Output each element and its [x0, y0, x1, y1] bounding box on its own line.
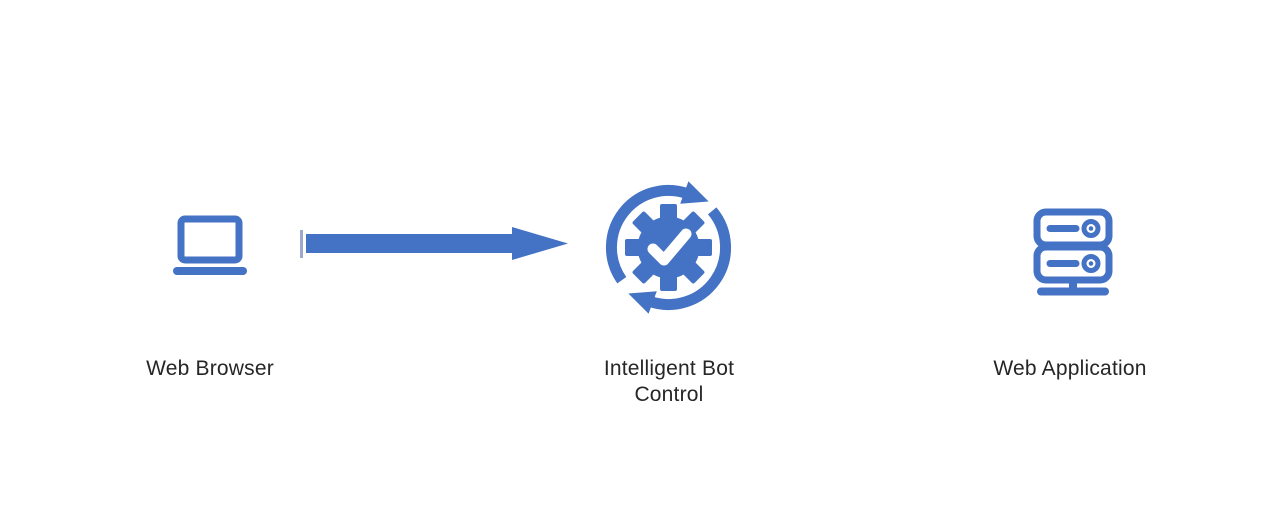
sync-gear-check-icon [606, 181, 731, 314]
intelligent-bot-control-label: Intelligent Bot Control [603, 357, 735, 406]
gear-icon [625, 204, 712, 291]
server-icon [1033, 208, 1113, 296]
web-browser-label: Web Browser [146, 357, 274, 380]
web-application-label: Web Application [993, 357, 1147, 380]
arrow-tail-tick [300, 230, 303, 258]
check-icon [647, 228, 692, 266]
laptop-icon [173, 215, 247, 275]
flow-arrow-icon [300, 227, 568, 260]
